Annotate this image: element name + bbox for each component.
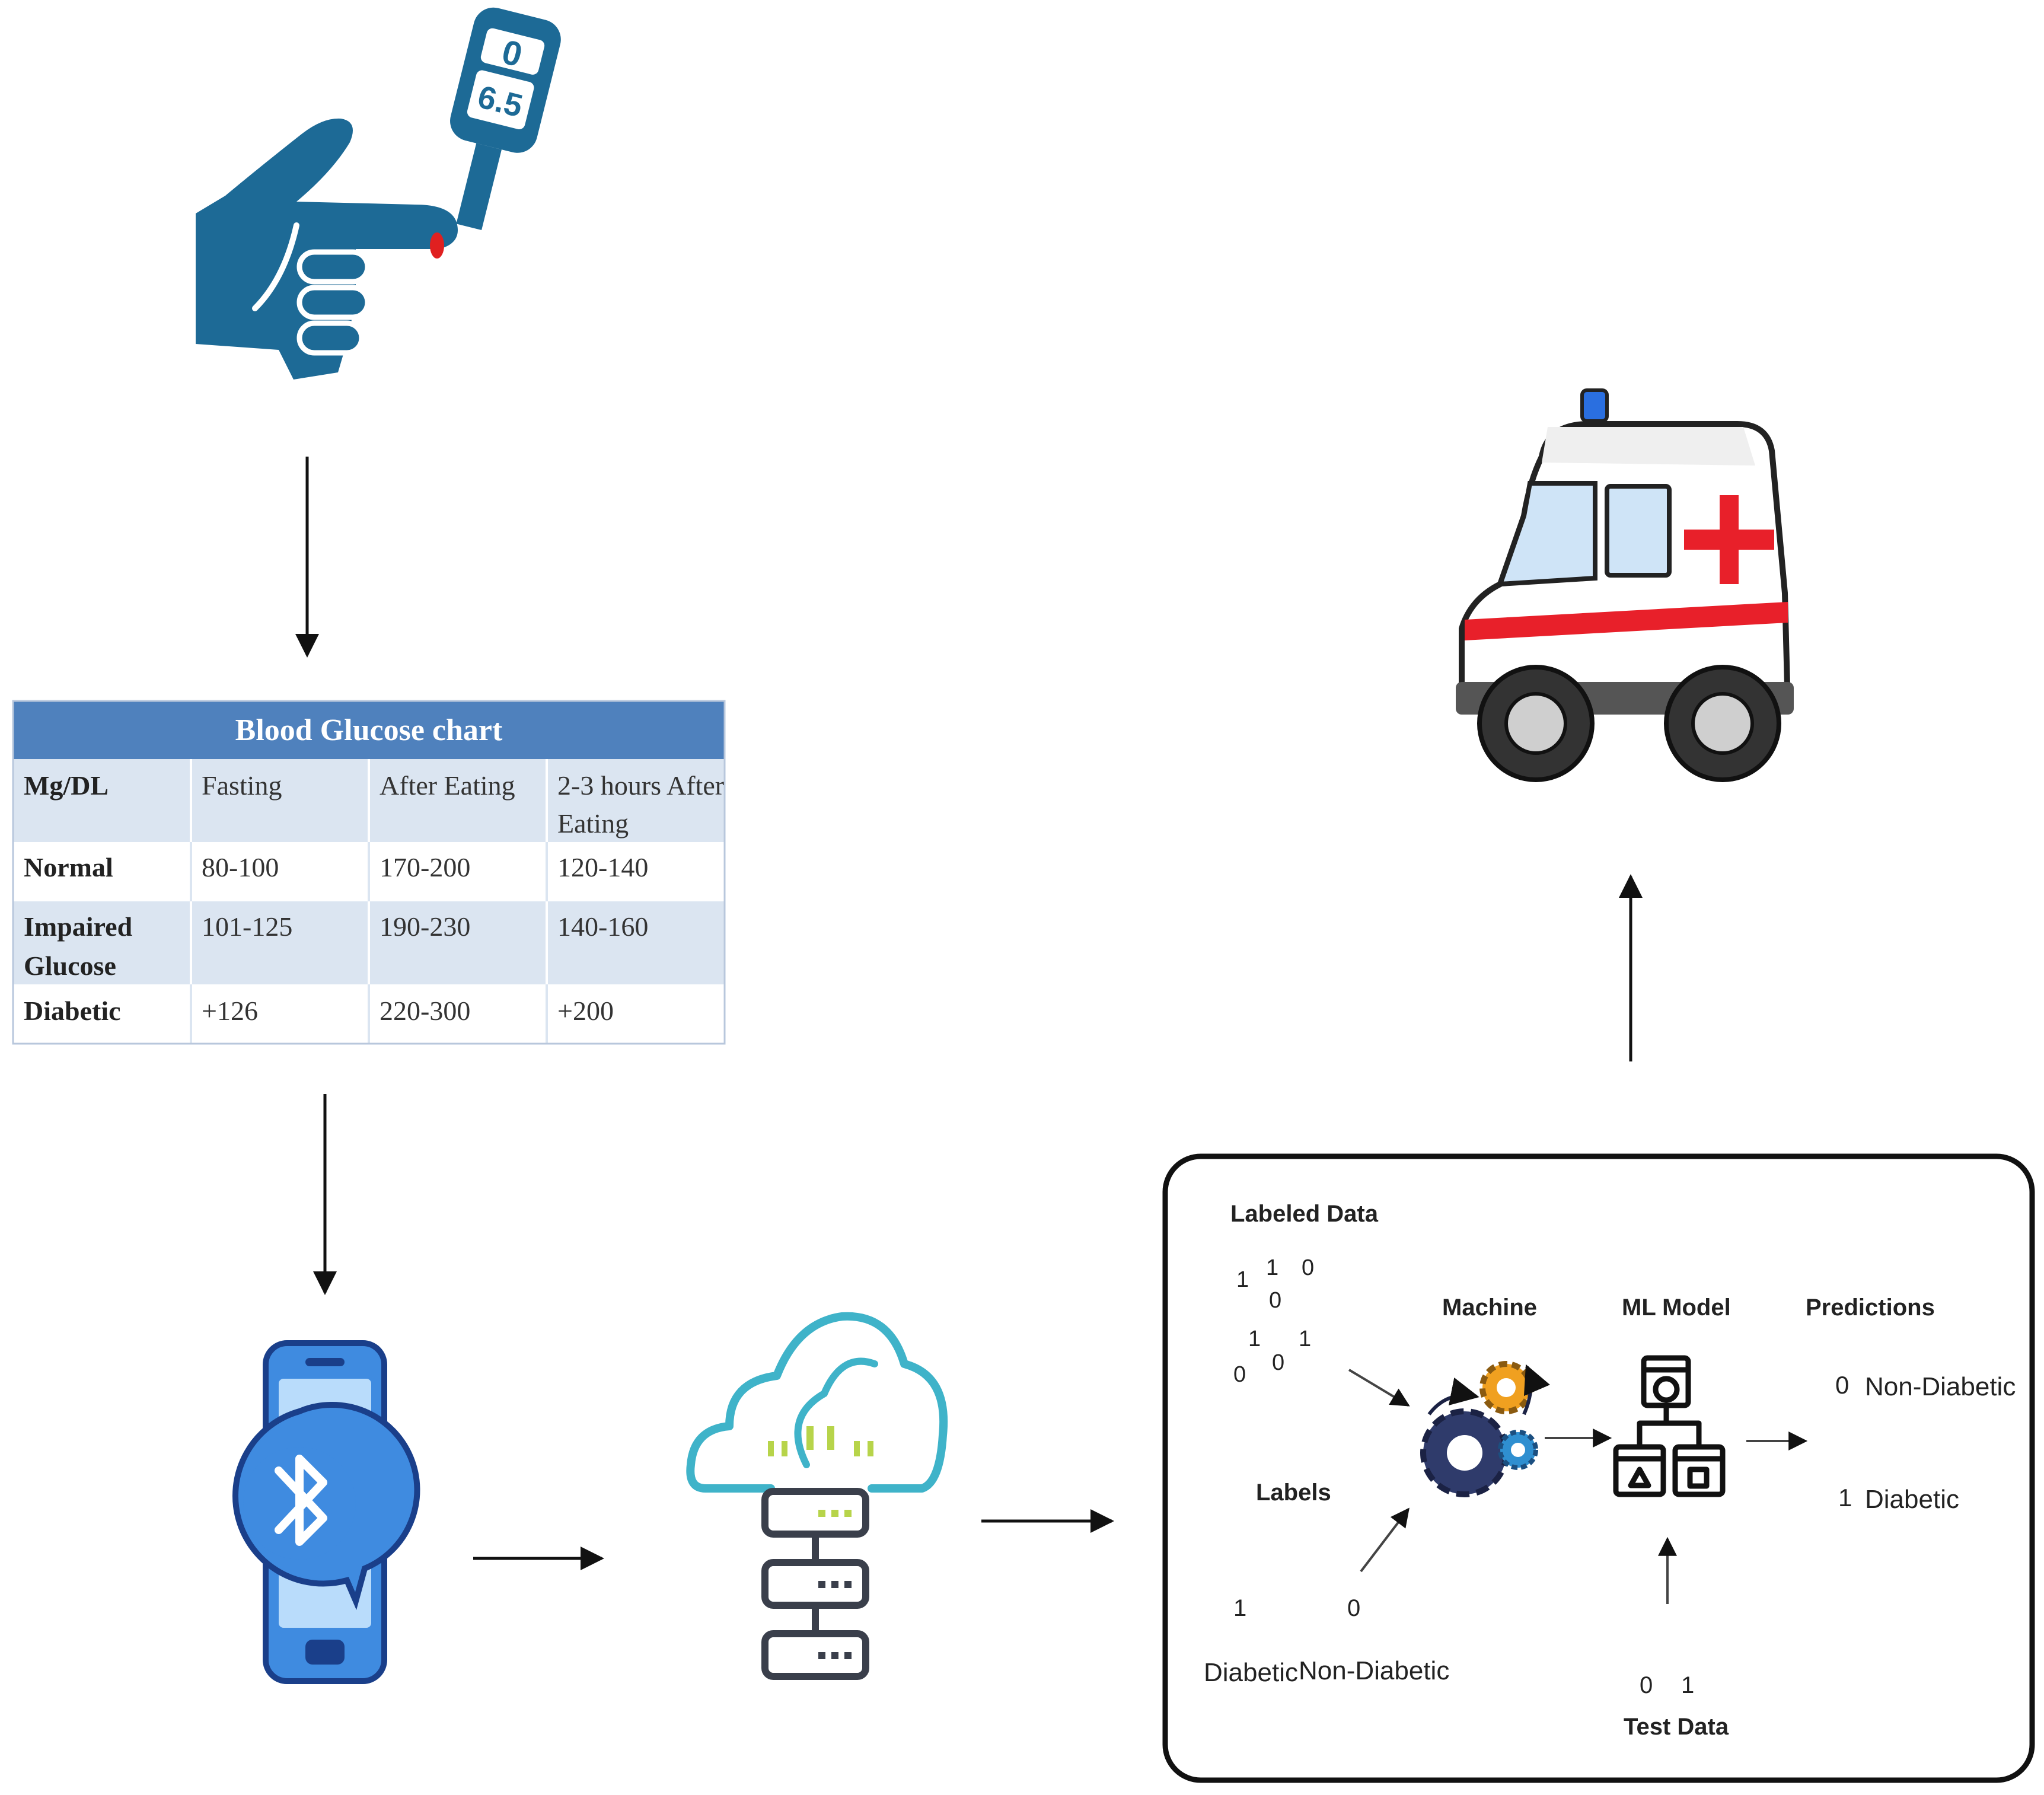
labeled-data-title: Labeled Data: [1230, 1201, 1379, 1227]
chart-cell: +200: [557, 996, 614, 1026]
hand-glucometer-icon: 0 6.5: [196, 7, 561, 380]
prediction-digit-1: 1: [1838, 1484, 1852, 1512]
ml-pipeline-panel: Labeled Data 1 1 0 0 1 1 0 0 Labels 1 0 …: [1162, 1153, 2035, 1783]
label-name-non-diabetic: Non-Diabetic: [1299, 1656, 1449, 1685]
binary-digit: 1: [1248, 1327, 1261, 1351]
machine-title: Machine: [1442, 1295, 1537, 1321]
label-value-diabetic: 1: [1233, 1595, 1246, 1621]
binary-digit: 0: [1302, 1255, 1314, 1280]
ml-model-icon: [1613, 1355, 1726, 1497]
bluetooth-icon: [275, 1455, 327, 1546]
chart-cell: 190-230: [380, 911, 470, 942]
chart-row-label-normal: Normal: [24, 852, 113, 882]
ambulance-icon: [1456, 388, 1794, 782]
binary-digit: 1: [1299, 1327, 1311, 1351]
binary-digit: 1: [1266, 1255, 1278, 1280]
chart-cell: 170-200: [380, 852, 470, 882]
prediction-name-diabetic: Diabetic: [1865, 1485, 1959, 1514]
predictions-title: Predictions: [1806, 1295, 1935, 1321]
chart-cell: +126: [202, 996, 258, 1026]
binary-digit: 0: [1269, 1288, 1281, 1313]
prediction-digit-0: 0: [1835, 1371, 1849, 1399]
test-digit-0: 0: [1640, 1672, 1653, 1698]
chart-row-label-diabetic: Diabetic: [24, 996, 121, 1026]
chart-header-after-eating: After Eating: [380, 770, 515, 801]
chart-row-label-impaired: Impaired: [24, 911, 133, 942]
label-value-non-diabetic: 0: [1347, 1595, 1360, 1621]
prediction-name-non-diabetic: Non-Diabetic: [1865, 1372, 2016, 1401]
binary-digit: 0: [1272, 1350, 1284, 1375]
chart-cell: 120-140: [557, 852, 648, 882]
chart-header-2-3-hours: 2-3 hours After: [557, 770, 724, 801]
chart-row-label-glucose: Glucose: [24, 951, 116, 981]
label-name-diabetic: Diabetic: [1204, 1658, 1298, 1687]
ml-model-title: ML Model: [1622, 1295, 1731, 1321]
cloud-server-icon: [686, 1312, 948, 1680]
test-data-title: Test Data: [1624, 1714, 1729, 1740]
binary-digit: 0: [1233, 1362, 1246, 1387]
chart-cell: 140-160: [557, 911, 648, 942]
chart-cell: 220-300: [380, 996, 470, 1026]
bluetooth-phone-icon: [232, 1340, 420, 1684]
chart-title-band: [13, 701, 725, 759]
chart-title: Blood Glucose chart: [235, 713, 503, 747]
blood-glucose-chart: Blood Glucose chart Mg/DL Fasting After …: [12, 700, 726, 1045]
labels-title: Labels: [1256, 1480, 1331, 1506]
chart-cell: 80-100: [202, 852, 279, 882]
gears-icon: [1420, 1361, 1551, 1497]
test-digit-1: 1: [1681, 1672, 1694, 1698]
chart-header-2-3-hours-line2: Eating: [557, 808, 629, 838]
binary-digit: 1: [1236, 1267, 1249, 1292]
chart-header-mgdl: Mg/DL: [24, 770, 109, 801]
chart-cell: 101-125: [202, 911, 292, 942]
chart-header-fasting: Fasting: [202, 770, 282, 801]
